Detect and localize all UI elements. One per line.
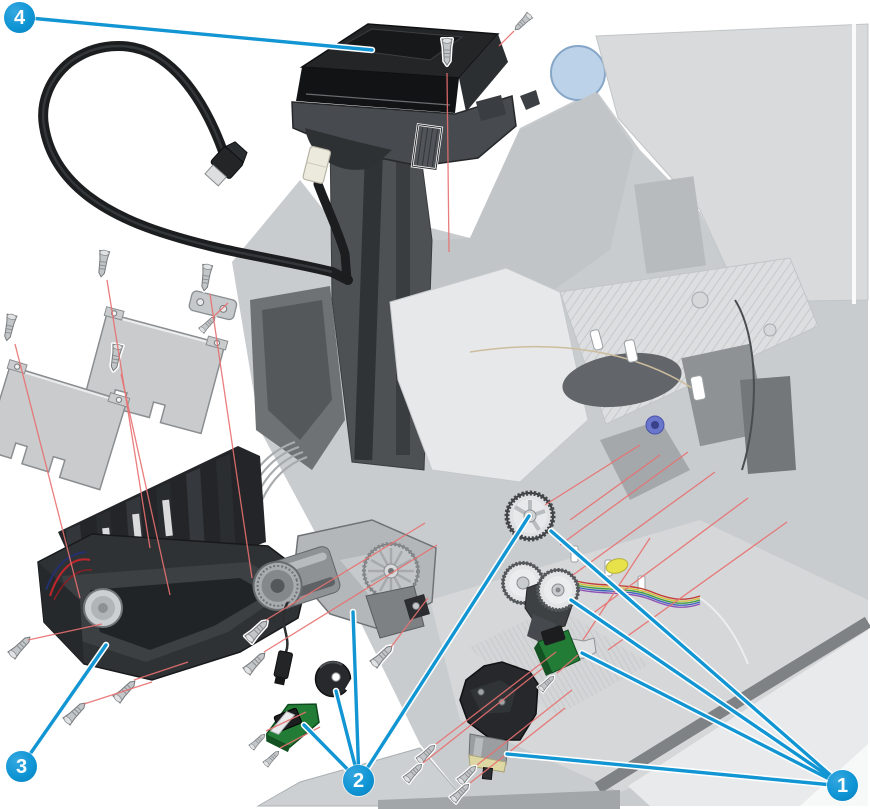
callout-2-label: 2 (352, 769, 365, 792)
callout-1: 1 (827, 770, 858, 801)
leader-lines (15, 13, 847, 790)
spindle-hub-blue (550, 45, 606, 101)
wire-harness (571, 579, 749, 665)
electronics-panel (389, 267, 589, 483)
screw (247, 730, 269, 752)
gear-pair (501, 561, 580, 646)
service-station-motor-assembly (252, 519, 437, 686)
sheet-metal-plate-left (0, 359, 131, 491)
leader-line-2d (357, 514, 531, 783)
leader-line-1a (549, 529, 845, 788)
screw (242, 650, 268, 676)
motor-cylinder (252, 546, 341, 611)
alignment-lines (14, 30, 788, 784)
screw (7, 634, 33, 660)
carriage-area (250, 286, 345, 470)
leader-line-4 (17, 15, 374, 52)
station-wires (45, 551, 93, 601)
mounting-bracket (188, 290, 238, 321)
callout-3-label: 3 (15, 755, 28, 778)
callout-4-label: 4 (13, 6, 26, 29)
screw (197, 261, 215, 294)
callout-3: 3 (6, 751, 37, 782)
chassis-details (469, 176, 796, 500)
yellow-clip (605, 558, 629, 574)
wire-tan (469, 345, 699, 393)
line-sensor (534, 625, 597, 676)
leader-line-1d (505, 752, 845, 788)
motor-connector (273, 650, 293, 686)
screw (0, 311, 20, 344)
callout-2: 2 (343, 765, 374, 796)
leader-line-1c (580, 651, 845, 788)
screw (94, 247, 112, 280)
leader-line-1b (569, 598, 845, 788)
ferrite-bead (302, 145, 332, 184)
callout-1-label: 1 (836, 774, 849, 797)
screw (261, 747, 283, 769)
flex-connector (410, 123, 444, 171)
paper-path-dark (562, 352, 682, 408)
motor-wire (282, 601, 290, 653)
interface-cable (38, 41, 353, 285)
screw (440, 36, 454, 67)
front-panel-assembly (291, 23, 540, 184)
callout-4: 4 (4, 2, 35, 33)
sensor-pcb (264, 703, 320, 753)
leader-line-2a (351, 610, 361, 783)
screw (510, 10, 535, 35)
cable-connector (204, 141, 248, 187)
leader-line-3 (19, 643, 108, 769)
encoder-disc (314, 660, 357, 698)
panel-screen (336, 28, 464, 61)
